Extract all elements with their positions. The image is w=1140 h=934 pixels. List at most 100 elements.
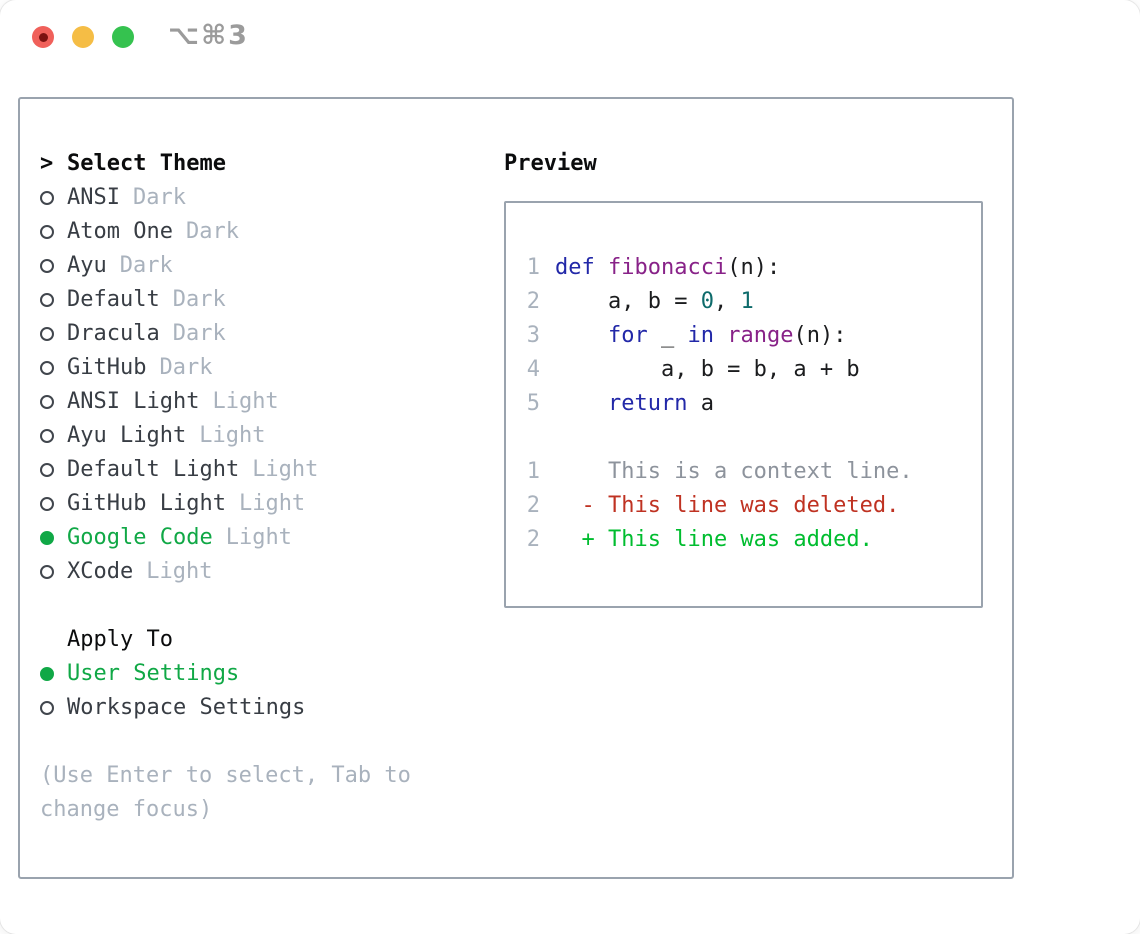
apply-option-workspace-settings[interactable]: Workspace Settings bbox=[40, 691, 460, 725]
radio-icon bbox=[40, 191, 54, 205]
theme-option-github[interactable]: GitHub Dark bbox=[40, 351, 460, 385]
code-text: def fibonacci(n): bbox=[555, 251, 780, 285]
window-title: ⌥⌘3 bbox=[168, 20, 249, 51]
code-token: fibonacci bbox=[608, 255, 728, 280]
selection-cursor-icon: > bbox=[40, 151, 54, 176]
theme-variant-label: Light bbox=[252, 457, 319, 482]
code-line: 2 a, b = 0, 1 bbox=[526, 285, 981, 319]
code-token: range bbox=[727, 323, 794, 348]
theme-variant-label: Light bbox=[225, 525, 292, 550]
theme-variant-label: Light bbox=[146, 559, 213, 584]
line-number: 1 bbox=[526, 459, 540, 484]
theme-variant-label: Light bbox=[199, 423, 266, 448]
code-line: 4 a, b = b, a + b bbox=[526, 353, 981, 387]
code-token bbox=[595, 255, 608, 280]
unsaved-dot-icon bbox=[38, 32, 48, 42]
theme-variant-label: Light bbox=[238, 491, 306, 516]
theme-variant-label: Dark bbox=[159, 355, 213, 380]
code-text: return a bbox=[555, 387, 714, 421]
apply-option-user-settings[interactable]: User Settings bbox=[40, 657, 460, 691]
theme-option-label: ANSI Light bbox=[67, 389, 200, 414]
diff-text: + This line was added. bbox=[555, 527, 873, 552]
diff-text: - This line was deleted. bbox=[555, 493, 900, 518]
code-token: a, b = bbox=[555, 289, 701, 314]
theme-option-label: Default bbox=[67, 287, 160, 312]
code-text: a, b = b, a + b bbox=[555, 353, 860, 387]
diff-line-deleted: 2 - This line was deleted. bbox=[526, 489, 981, 523]
radio-icon bbox=[40, 429, 54, 443]
theme-option-ayu[interactable]: Ayu Dark bbox=[40, 249, 460, 283]
theme-option-ayu-light[interactable]: Ayu Light Light bbox=[40, 419, 460, 453]
theme-option-label: Ayu Light bbox=[67, 423, 187, 448]
code-token: (n): bbox=[793, 323, 847, 348]
code-token: def bbox=[555, 255, 595, 280]
traffic-lights bbox=[32, 26, 134, 48]
code-token: return bbox=[607, 391, 688, 416]
radio-selected-icon bbox=[40, 667, 54, 681]
preview-title: Preview bbox=[504, 151, 597, 176]
theme-variant-label: Dark bbox=[119, 253, 173, 278]
theme-option-label: GitHub bbox=[67, 355, 147, 380]
diff-line-context: 1 This is a context line. bbox=[526, 455, 981, 489]
theme-option-label: ANSI bbox=[67, 185, 120, 210]
code-token: , bbox=[713, 289, 741, 314]
radio-icon bbox=[40, 497, 54, 511]
theme-option-label: Atom One bbox=[67, 219, 173, 244]
code-token: for bbox=[607, 323, 648, 348]
radio-icon bbox=[40, 225, 54, 239]
theme-variant-label: Dark bbox=[172, 287, 226, 312]
theme-option-google-code[interactable]: Google Code Light bbox=[40, 521, 460, 555]
code-line: 5 return a bbox=[526, 387, 981, 421]
radio-icon bbox=[40, 463, 54, 477]
line-number: 2 bbox=[526, 289, 540, 314]
theme-option-label: Ayu bbox=[67, 253, 107, 278]
theme-option-xcode[interactable]: XCode Light bbox=[40, 555, 460, 589]
theme-option-ansi[interactable]: ANSI Dark bbox=[40, 181, 460, 215]
code-token: _ bbox=[647, 323, 688, 348]
radio-icon bbox=[40, 395, 54, 409]
theme-variant-label: Dark bbox=[172, 321, 226, 346]
code-token bbox=[555, 391, 608, 416]
code-token: a bbox=[687, 391, 714, 416]
theme-variant-label: Dark bbox=[132, 185, 186, 210]
code-token bbox=[714, 323, 727, 348]
code-line: 3 for _ in range(n): bbox=[526, 319, 981, 353]
spacer bbox=[40, 725, 460, 759]
theme-option-label: XCode bbox=[67, 559, 134, 584]
theme-option-label: GitHub Light bbox=[67, 491, 226, 516]
line-number: 4 bbox=[526, 357, 540, 382]
close-button[interactable] bbox=[32, 26, 54, 48]
code-token: (n): bbox=[727, 255, 781, 280]
line-number: 5 bbox=[526, 391, 540, 416]
apply-to-title: Apply To bbox=[67, 627, 173, 652]
select-theme-title: Select Theme bbox=[67, 151, 226, 176]
code-token: 0 bbox=[700, 289, 714, 314]
line-number: 2 bbox=[526, 527, 540, 552]
radio-icon bbox=[40, 327, 54, 341]
apply-to-header: Apply To bbox=[40, 623, 460, 657]
line-number bbox=[526, 421, 540, 455]
theme-option-default[interactable]: Default Dark bbox=[40, 283, 460, 317]
diff-text: This is a context line. bbox=[555, 459, 913, 484]
line-number: 3 bbox=[526, 323, 540, 348]
zoom-button[interactable] bbox=[112, 26, 134, 48]
apply-option-label: User Settings bbox=[67, 661, 240, 686]
theme-option-github-light[interactable]: GitHub Light Light bbox=[40, 487, 460, 521]
theme-option-label: Dracula bbox=[67, 321, 160, 346]
theme-option-dracula[interactable]: Dracula Dark bbox=[40, 317, 460, 351]
radio-icon bbox=[40, 259, 54, 273]
theme-option-label: Google Code bbox=[67, 525, 213, 550]
minimize-button[interactable] bbox=[72, 26, 94, 48]
